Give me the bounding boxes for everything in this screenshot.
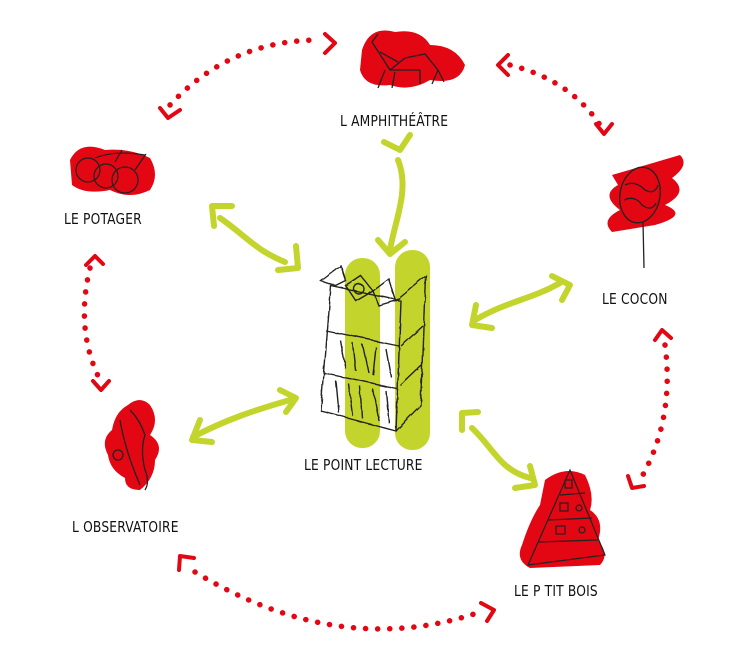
bookshelf-icon	[318, 250, 430, 450]
node-label-cocon: LE COCON	[602, 290, 668, 308]
ring-arrow-amphitheatre-cocon	[496, 53, 614, 136]
bird-icon	[104, 400, 159, 491]
arrowhead-down	[626, 474, 646, 490]
ring-arrow-cocon-ptit-bois	[626, 328, 673, 490]
amphitheatre-icon	[360, 30, 465, 89]
arrowhead-up	[84, 254, 105, 267]
node-label-potager: LE POTAGER	[64, 210, 142, 228]
arrowhead-right	[323, 32, 337, 55]
ring-arrow-observatoire-ptit-bois	[177, 554, 496, 632]
treehouse-icon	[519, 468, 606, 568]
dotted-path	[507, 62, 603, 128]
arrowhead-up	[653, 328, 673, 342]
arrowhead-left	[496, 53, 510, 77]
cocoon-icon	[607, 155, 684, 269]
ring-arrow-potager-observatoire	[81, 254, 111, 392]
center-arrow-ptit-bois	[459, 409, 538, 491]
dotted-path	[81, 265, 103, 383]
node-label-observatoire: L OBSERVATOIRE	[72, 518, 179, 536]
arrowhead-right	[594, 122, 614, 136]
node-label-amphitheatre: L AMPHITHÉÂTRE	[340, 112, 449, 130]
center-arrow-amphitheatre	[375, 132, 413, 257]
cherries-icon	[70, 146, 155, 195]
ring-arrow-potager-amphitheatre	[158, 32, 337, 120]
center-arrow-observatoire	[189, 387, 299, 445]
dotted-path	[637, 342, 670, 483]
center-arrow-cocon	[469, 273, 573, 331]
arrowhead-down	[91, 379, 111, 392]
node-label-ptit-bois: LE P TIT BOIS	[514, 582, 598, 600]
center-arrow-potager	[209, 203, 301, 273]
center-label: LE POINT LECTURE	[304, 456, 423, 474]
arrowhead-right	[479, 601, 496, 623]
arrowhead-left	[158, 106, 182, 120]
dotted-path	[192, 569, 483, 632]
dotted-path	[167, 37, 323, 108]
arrowhead-left	[177, 554, 196, 572]
